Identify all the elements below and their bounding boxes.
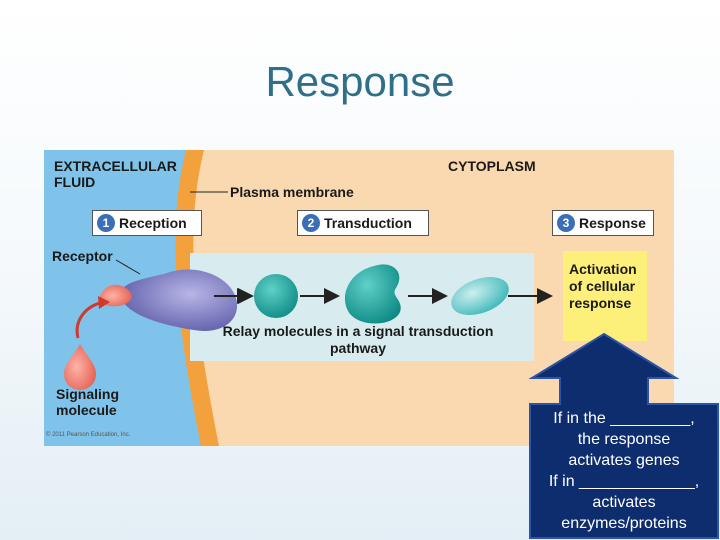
signaling-molecule-label-line2: molecule bbox=[56, 402, 117, 418]
signaling-molecule-label-line1: Signaling bbox=[56, 386, 119, 402]
activation-line3: response bbox=[569, 295, 632, 311]
relay-molecule-3 bbox=[451, 277, 509, 315]
step-transduction: 2 Transduction bbox=[297, 210, 429, 236]
step-label: Transduction bbox=[324, 215, 412, 231]
step-label: Response bbox=[579, 215, 646, 231]
callout-line4: If in _____________, bbox=[548, 473, 700, 490]
signal-pathway-figure: EXTRACELLULAR FLUID CYTOPLASM Plasma mem… bbox=[44, 150, 674, 446]
relay-caption-line1: Relay molecules in a signal transduction bbox=[222, 323, 494, 339]
signal-binding-arrowhead bbox=[98, 296, 110, 309]
activation-box: Activation of cellular response bbox=[563, 251, 647, 341]
relay-molecules-caption: Relay molecules in a signal transduction… bbox=[212, 323, 504, 357]
step-number-badge: 3 bbox=[557, 214, 575, 232]
relay-molecule-2 bbox=[344, 264, 401, 324]
callout-line1: If in the _________, bbox=[553, 410, 695, 427]
callout-line5: activates bbox=[592, 494, 656, 511]
receptor-pointer bbox=[115, 259, 141, 275]
step-label: Reception bbox=[119, 215, 187, 231]
callout-arrow-shape bbox=[528, 332, 719, 539]
relay-caption-line2: pathway bbox=[329, 340, 386, 356]
step-reception: 1 Reception bbox=[92, 210, 202, 236]
activation-line2: of cellular bbox=[569, 278, 636, 294]
step-number-badge: 2 bbox=[302, 214, 320, 232]
up-arrow-callout: If in the _________, the response activa… bbox=[528, 332, 720, 540]
callout-text: If in the _________, the response activa… bbox=[528, 408, 720, 534]
step-number-badge: 1 bbox=[97, 214, 115, 232]
step-response: 3 Response bbox=[552, 210, 654, 236]
slide-title: Response bbox=[265, 58, 455, 105]
callout-line6: enzymes/proteins bbox=[561, 515, 687, 532]
callout-line3: activates genes bbox=[568, 452, 680, 469]
plasma-membrane-label: Plasma membrane bbox=[230, 184, 354, 200]
callout-line2: the response bbox=[577, 431, 671, 448]
signal-drop-shape bbox=[64, 344, 96, 390]
extracellular-label-line2: FLUID bbox=[54, 174, 96, 190]
extracellular-label-line1: EXTRACELLULAR bbox=[54, 158, 177, 174]
receptor-label: Receptor bbox=[52, 248, 113, 264]
copyright-text: © 2011 Pearson Education, Inc. bbox=[46, 432, 131, 438]
relay-molecule-1 bbox=[254, 274, 298, 318]
activation-line1: Activation bbox=[569, 261, 637, 277]
cytoplasm-label: CYTOPLASM bbox=[448, 158, 536, 174]
receptor-shape bbox=[120, 269, 238, 331]
